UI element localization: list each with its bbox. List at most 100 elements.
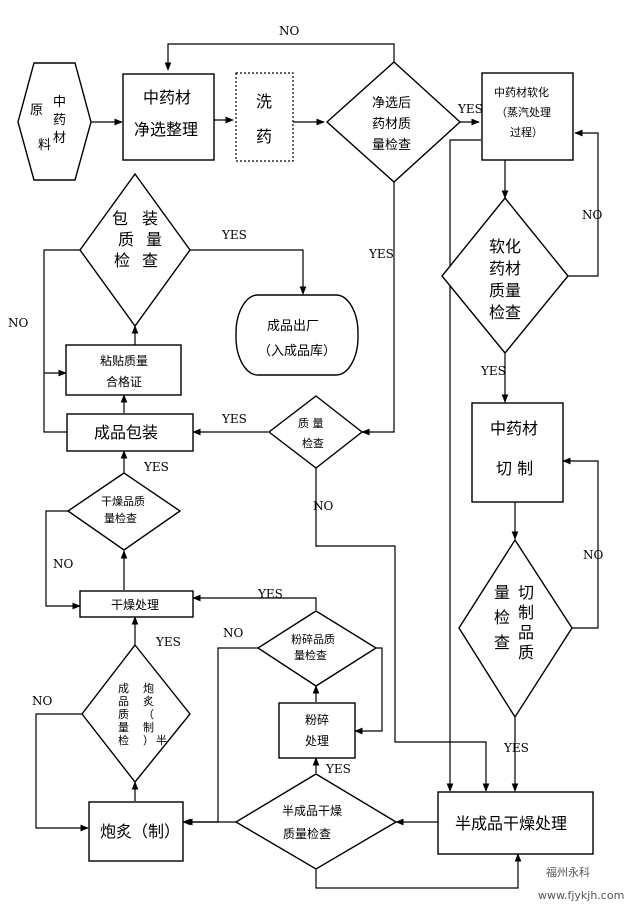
edge-qcsoft-no xyxy=(568,129,599,277)
sort-l1: 中药材 xyxy=(143,88,191,107)
crush-l2: 处理 xyxy=(305,734,329,748)
node-wash: 洗 药 xyxy=(235,72,294,162)
raw-l1: 中 xyxy=(53,95,66,110)
label-yes-qcfinal: YES xyxy=(221,412,247,426)
cut-l2: 切 制 xyxy=(496,459,533,478)
node-label: 粘贴质量 合格证 xyxy=(65,344,182,396)
watermark-name: 福州永科 xyxy=(546,865,590,879)
raw-l5: 料 xyxy=(38,138,51,153)
qcprocess-l9: 质 xyxy=(118,708,129,721)
qcpack-l1: 包 xyxy=(112,209,128,228)
soften-l1: 中药材软化 xyxy=(494,85,549,99)
qcprocess-l3: （ xyxy=(143,708,154,721)
qcpack-l4: 量 xyxy=(146,230,162,249)
node-process: 炮炙（制） xyxy=(88,801,184,862)
qccrush-l1: 粉碎品质 xyxy=(291,632,335,646)
edge-qcfinal-no2 xyxy=(316,545,490,792)
raw-l4: 原 xyxy=(30,103,43,118)
label-no-qcprocess: NO xyxy=(32,694,53,708)
label-no-qccrush: NO xyxy=(223,626,244,640)
qcprocess-l6: 半 xyxy=(156,733,167,747)
store-l2: （入成品库） xyxy=(258,343,336,359)
qcprocess-l10: 量 xyxy=(118,721,129,734)
node-qc-dry: 干燥品质 量检查 xyxy=(66,472,182,551)
label-yes-qcprocess: YES xyxy=(155,635,181,649)
label-yes-qcclean: YES xyxy=(457,102,483,116)
qcprocess-l8: 品 xyxy=(118,695,129,708)
node-sort: 中药材 净选整理 xyxy=(122,73,215,161)
qcsoft-l4: 检查 xyxy=(489,303,521,322)
node-semi-dry: 半成品干燥处理 xyxy=(437,791,594,855)
soften-l3: 过程） xyxy=(510,126,543,139)
qcsemi-l1: 半成品干燥 xyxy=(282,804,342,818)
semidry-l1: 半成品干燥处理 xyxy=(455,814,567,833)
node-dry: 干燥处理 xyxy=(79,590,194,618)
node-qc-pack: 包 装 质 量 检 查 xyxy=(79,172,191,328)
node-qc-clean: 净选后 药材质 量检查 xyxy=(325,61,462,183)
edge-qccrush-process xyxy=(182,647,258,826)
edge-qcclean-down xyxy=(361,182,395,436)
qcprocess-l5: ） xyxy=(143,734,154,747)
node-store: 成品出厂 （入成品库） xyxy=(235,294,359,376)
label-no-qcpack: NO xyxy=(8,316,29,330)
label-yes-qccut: YES xyxy=(503,741,529,755)
qcprocess-l7: 成 xyxy=(118,682,129,695)
dry-l1: 干燥处理 xyxy=(111,598,159,612)
wash-l2: 药 xyxy=(256,127,272,146)
cut-l1: 中药材 xyxy=(490,419,538,438)
edge-qcpack-store xyxy=(190,249,307,295)
crush-l1: 粉碎 xyxy=(305,712,329,727)
node-cut: 中药材 切 制 xyxy=(471,402,564,503)
qcpack-l5: 检 xyxy=(114,251,130,270)
wash-l1: 洗 xyxy=(256,92,272,111)
edges xyxy=(35,43,599,889)
edge-qcsemi-no xyxy=(315,853,522,889)
qcprocess-l2: 炙 xyxy=(143,694,154,708)
qcfinal-l2: 检查 xyxy=(302,436,324,450)
node-qc-soften: 软化 药材 质量 检查 xyxy=(441,196,569,355)
node-qc-crush: 粉碎品质 量检查 xyxy=(256,610,378,687)
qccut-l4: 质 xyxy=(518,643,534,662)
label-yes-qcclean-down: YES xyxy=(368,247,394,261)
edge-qccut-no xyxy=(562,457,599,629)
edge-qccrush-no xyxy=(354,647,383,735)
edge-qccrush-dry xyxy=(192,594,317,610)
qcfinal-l1: 质 量 xyxy=(298,417,324,430)
label-yes-qcsoft: YES xyxy=(480,364,506,378)
node-soften: 中药材软化 （蒸汽处理 过程） xyxy=(481,72,574,161)
process-l1: 炮炙（制） xyxy=(100,822,180,841)
qccut-l1: 切 xyxy=(518,583,534,602)
label-yes-qcpack: YES xyxy=(221,228,247,242)
qccut-l3: 品 xyxy=(518,623,534,642)
qcsemi-l2: 质量检查 xyxy=(283,826,331,841)
label-l1: 粘贴质量 xyxy=(100,353,148,368)
qccrush-l2: 量检查 xyxy=(294,648,327,662)
edge-qcclean-no xyxy=(164,43,395,71)
node-pack: 成品包装 xyxy=(66,413,194,452)
qccut-l7: 查 xyxy=(494,633,510,652)
node-qc-cut: 切 制 品 质 量 检 查 xyxy=(458,538,573,719)
sort-l2: 净选整理 xyxy=(134,120,198,139)
edge-qcprocess-no xyxy=(35,713,89,832)
label-yes-qcdry: YES xyxy=(143,460,169,474)
qccut-l5: 量 xyxy=(494,583,510,602)
edge-labels: NO YES YES NO YES NO YES YES NO YES NO Y… xyxy=(8,24,604,776)
qcsoft-l1: 软化 xyxy=(489,237,521,256)
qcprocess-l11: 检 xyxy=(118,733,129,747)
qcclean-l1: 净选后 xyxy=(372,96,411,111)
raw-l2: 药 xyxy=(53,113,66,128)
watermark-url: www.fjykjh.com xyxy=(538,889,624,902)
node-qc-final: 质 量 检查 xyxy=(267,395,364,469)
label-l2: 合格证 xyxy=(106,374,142,389)
raw-l3: 材 xyxy=(53,131,66,146)
label-no-qcsoft: NO xyxy=(582,208,603,222)
qcclean-l2: 药材质 xyxy=(372,117,411,132)
qcpack-l6: 查 xyxy=(142,251,158,270)
edge-qcdry-no xyxy=(45,510,81,610)
node-qc-process: 炮 炙 （ 制 ） 半 成 品 质 量 检 xyxy=(81,643,191,784)
store-l1: 成品出厂 xyxy=(267,319,319,334)
pack-l1: 成品包装 xyxy=(94,423,158,442)
qcprocess-l1: 炮 xyxy=(143,682,154,695)
label-no-qccut: NO xyxy=(583,548,604,562)
